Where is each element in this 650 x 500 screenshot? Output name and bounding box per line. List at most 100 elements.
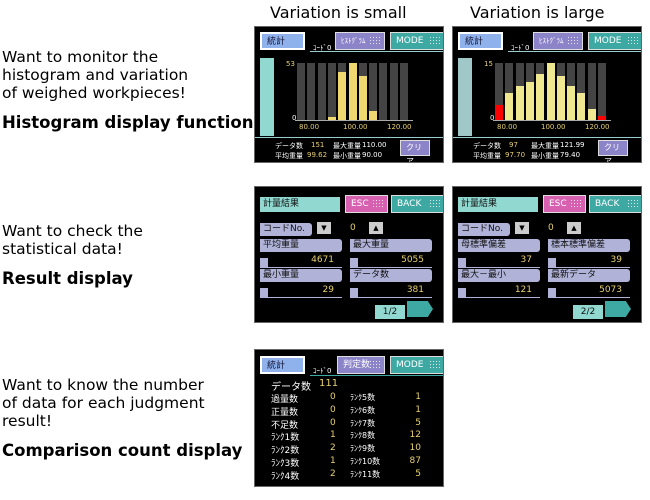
result-label: データ数: [350, 269, 432, 282]
label: ﾋｽﾄｸﾞﾗﾑ: [341, 37, 366, 45]
data-count-value: 111: [319, 378, 339, 389]
count-label: ﾗﾝｸ5数: [350, 393, 376, 402]
count-label: ﾗﾝｸ3数: [271, 459, 300, 469]
y-max-label: 15: [484, 60, 493, 68]
scroll-panel[interactable]: [458, 58, 472, 136]
text: of weighed workpieces!: [2, 84, 186, 102]
histogram-bar: [348, 63, 357, 120]
histogram-bar-bg: [587, 63, 596, 120]
histogram-bar: [587, 108, 596, 120]
x-tick-label: 100.00: [541, 123, 566, 131]
count-label: 不足数: [271, 420, 299, 431]
mode-button[interactable]: MODE: [588, 32, 641, 50]
next-page-arrow-icon[interactable]: [407, 301, 433, 317]
x-tick-label: 80.00: [497, 123, 518, 131]
result-value: 121: [458, 284, 540, 298]
back-button[interactable]: BACK: [391, 195, 443, 213]
divider: [310, 375, 443, 376]
avg-label: 平均重量: [275, 152, 303, 160]
histogram-button[interactable]: ﾋｽﾄｸﾞﾗﾑ: [335, 32, 385, 50]
result-value: 381: [350, 284, 432, 298]
x-tick-label: 80.00: [299, 123, 320, 131]
histogram-bar-bg: [297, 63, 305, 120]
label: ESC: [549, 199, 567, 209]
result-label: 最小重量: [260, 269, 342, 282]
label: MODE: [594, 36, 622, 46]
code-down-button[interactable]: ▼: [317, 222, 331, 234]
result-label: 母標準偏差: [458, 239, 540, 252]
mode-button[interactable]: MODE: [390, 32, 443, 50]
code-up-button[interactable]: ▲: [369, 222, 383, 234]
back-button[interactable]: BACK: [589, 195, 641, 213]
divider: [255, 137, 443, 138]
x-axis: [295, 120, 413, 121]
min-label: 最小重量: [333, 152, 361, 160]
code-label: ｺｰﾄﾞ0: [313, 44, 332, 52]
next-page-arrow-icon[interactable]: [605, 301, 631, 317]
section-title: Comparison count display: [2, 441, 243, 460]
code-up-button[interactable]: ▲: [567, 222, 581, 234]
histogram-bar: [577, 93, 586, 120]
count-label: ﾗﾝｸ8数: [350, 431, 376, 441]
judge-count-button[interactable]: 判定数: [337, 356, 385, 374]
min-value: 79.40: [560, 151, 581, 159]
section-result: Want to check the statistical data! Resu…: [2, 222, 143, 288]
histogram-bar: [598, 116, 606, 120]
label: ESC: [351, 199, 369, 209]
section-histogram: Want to monitor the histogram and variat…: [2, 48, 254, 132]
histogram-button[interactable]: ﾋｽﾄｸﾞﾗﾑ: [533, 32, 583, 50]
clear-button[interactable]: クリア: [598, 140, 628, 162]
result-label: 平均重量: [260, 239, 342, 252]
page-indicator: 2/2: [573, 305, 603, 319]
y-min-label: 0: [292, 114, 297, 122]
y-max-label: 53: [286, 60, 295, 68]
text: Want to check the: [2, 222, 143, 240]
data-count-label: データ数: [271, 382, 311, 393]
label: BACK: [595, 199, 620, 209]
section-comparison: Want to know the number of data for each…: [2, 376, 242, 460]
min-value: 90.00: [362, 151, 383, 159]
result-value: 5055: [350, 254, 432, 268]
histogram-bar: [556, 76, 565, 120]
histogram-bar: [525, 82, 534, 120]
max-value: 121.99: [560, 141, 585, 149]
count-value: 12: [409, 430, 421, 441]
avg-value: 97.70: [505, 151, 526, 159]
esc-button[interactable]: ESC: [345, 195, 388, 213]
clear-button[interactable]: クリア: [400, 140, 430, 162]
text: of data for each judgment: [2, 394, 205, 412]
count-label: ﾗﾝｸ7数: [350, 418, 376, 428]
x-tick-label: 100.00: [343, 123, 368, 131]
code-down-button[interactable]: ▼: [515, 222, 529, 234]
divider: [453, 137, 641, 138]
result-value: 5073: [548, 284, 630, 298]
count-label: ﾗﾝｸ11数: [350, 469, 381, 479]
mode-button[interactable]: MODE: [390, 356, 443, 374]
scroll-panel[interactable]: [260, 58, 274, 136]
text: statistical data!: [2, 240, 123, 258]
stats-button[interactable]: 統計: [260, 32, 305, 50]
histogram-bar-bg: [327, 63, 336, 120]
histogram-bar-bg: [369, 63, 378, 120]
esc-button[interactable]: ESC: [543, 195, 586, 213]
histogram-bar: [327, 116, 336, 120]
stats-button[interactable]: 統計: [458, 32, 503, 50]
result-value: 29: [260, 284, 342, 298]
count-value: 0: [330, 392, 336, 402]
histogram-bar: [536, 74, 545, 120]
result-label: 最大重量: [350, 239, 432, 252]
heading-large: Variation is large: [470, 3, 605, 22]
count-value: 1: [415, 404, 421, 415]
min-label: 最小重量: [531, 152, 559, 160]
avg-value: 99.62: [307, 151, 328, 159]
stats-button[interactable]: 統計: [260, 356, 305, 374]
max-value: 110.00: [362, 141, 387, 149]
histogram-bar-bg: [389, 63, 398, 120]
histogram-bar-bg: [505, 63, 514, 120]
histogram-bar: [338, 71, 347, 120]
code-no-label: コードNo.: [260, 223, 312, 236]
max-label: 最大重量: [333, 142, 361, 150]
x-tick-label: 120.00: [585, 123, 610, 131]
